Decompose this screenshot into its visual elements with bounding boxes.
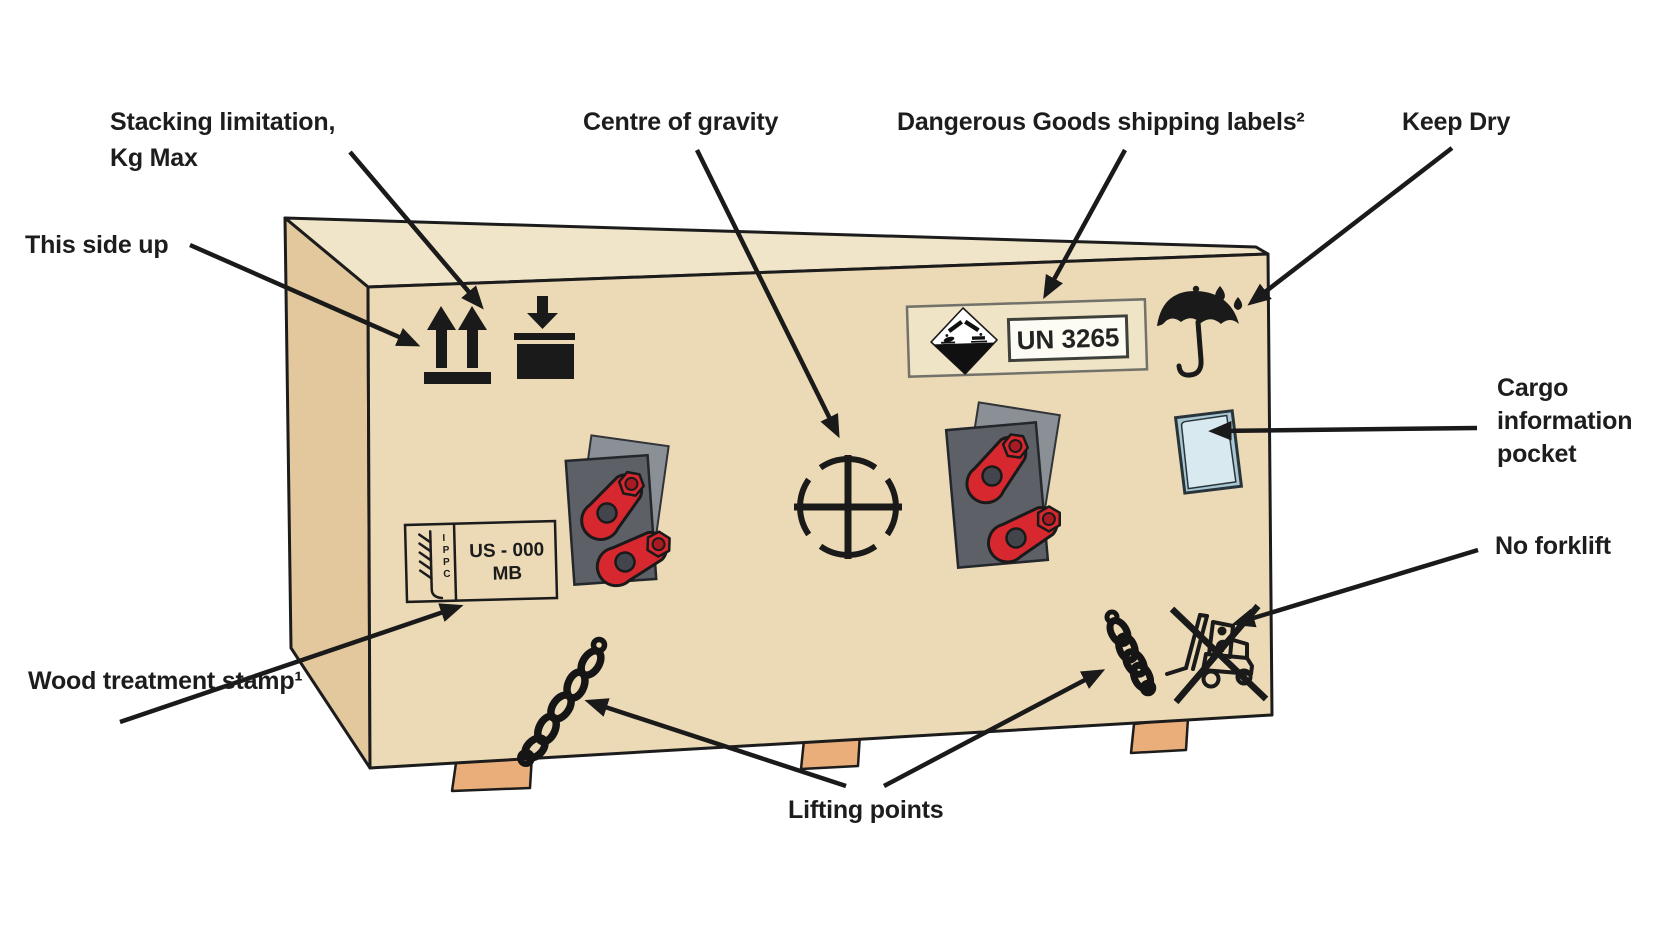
ippc-letter: I bbox=[442, 533, 445, 544]
arrow-lifting-left bbox=[584, 698, 847, 789]
lifting-point-right bbox=[944, 401, 1071, 571]
centre-of-gravity-icon bbox=[794, 455, 902, 559]
un-number: UN 3265 bbox=[1016, 322, 1120, 355]
raindrop-icon bbox=[1233, 297, 1243, 310]
arrow-centre-of-gravity bbox=[694, 149, 840, 439]
ippc-wheat-icon bbox=[418, 530, 444, 600]
label-dangerous-goods: Dangerous Goods shipping labels² bbox=[897, 108, 1305, 136]
this-side-up-icon bbox=[424, 306, 491, 384]
keep-dry-umbrella-icon bbox=[1157, 285, 1243, 378]
label-keep-dry: Keep Dry bbox=[1402, 108, 1511, 136]
arrow-lifting-right bbox=[882, 669, 1106, 788]
chain-right bbox=[1104, 609, 1157, 697]
label-wood-treatment: Wood treatment stamp¹ bbox=[28, 667, 303, 695]
arrow-wood-treatment bbox=[119, 603, 464, 725]
label-centre-of-gravity: Centre of gravity bbox=[583, 108, 779, 136]
arrow-stacking-limitation bbox=[348, 150, 484, 310]
label-this-side-up: This side up bbox=[25, 231, 169, 259]
stamp-country-code: US - 000 bbox=[469, 539, 545, 562]
dangerous-goods-label: UN 3265 bbox=[905, 297, 1149, 379]
label-line: Cargo bbox=[1497, 374, 1569, 402]
arrow-dangerous-goods bbox=[1043, 148, 1127, 300]
corrosive-diamond-icon bbox=[930, 307, 998, 375]
label-line: information bbox=[1497, 407, 1633, 435]
stacking-limitation-icon bbox=[514, 296, 575, 379]
lifting-point-left bbox=[564, 434, 681, 594]
ippc-letter: C bbox=[443, 569, 451, 580]
label-line: Kg Max bbox=[110, 144, 198, 172]
cargo-information-pocket bbox=[1173, 409, 1244, 495]
arrow-this-side-up bbox=[189, 242, 421, 347]
ippc-letter: P bbox=[443, 557, 450, 568]
no-forklift-icon bbox=[1165, 603, 1269, 705]
raindrop-icon bbox=[1215, 286, 1225, 302]
stamp-treatment-code: MB bbox=[492, 563, 522, 585]
label-lifting-points: Lifting points bbox=[788, 796, 944, 824]
label-no-forklift: No forklift bbox=[1495, 532, 1611, 560]
label-line: pocket bbox=[1497, 440, 1577, 468]
label-cargo-pocket: Cargo information pocket bbox=[1497, 372, 1632, 471]
wood-treatment-stamp: I P P C US - 000 MB bbox=[403, 519, 559, 604]
label-line: Stacking limitation, bbox=[110, 108, 336, 136]
chain-left bbox=[517, 636, 608, 767]
ippc-letter: P bbox=[443, 545, 450, 556]
arrow-cargo-pocket bbox=[1208, 421, 1478, 441]
label-stacking-limitation: Stacking limitation, Kg Max bbox=[110, 104, 335, 176]
arrow-no-forklift bbox=[1231, 547, 1479, 628]
arrow-keep-dry bbox=[1247, 146, 1454, 306]
